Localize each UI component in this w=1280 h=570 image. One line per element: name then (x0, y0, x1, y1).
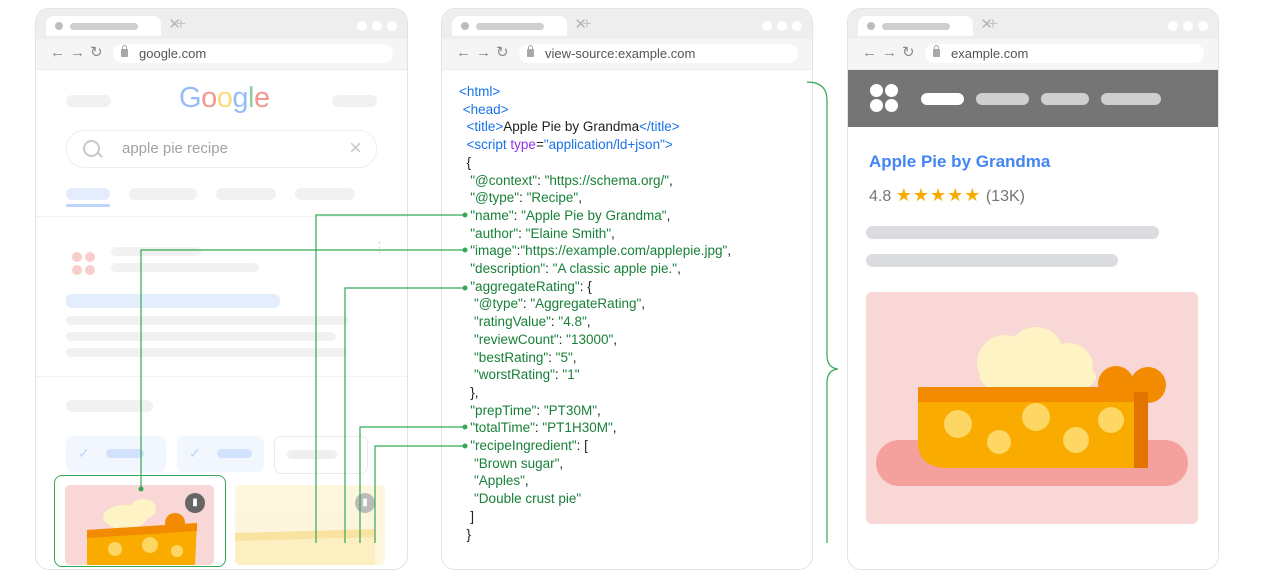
address-bar[interactable]: google.com (113, 44, 393, 63)
tab-bar: ✕ + (36, 9, 407, 39)
back-arrow-icon[interactable]: ← (50, 44, 65, 61)
section-title-placeholder (66, 400, 153, 412)
logo-letter: o (216, 82, 233, 114)
site-name-placeholder (111, 247, 201, 256)
filter-chip[interactable]: ✓ (66, 436, 166, 472)
rating-value: 4.8 (869, 188, 892, 205)
search-icon (83, 140, 100, 157)
bookmark-icon[interactable]: ▮ (185, 493, 205, 513)
lock-icon (933, 45, 940, 57)
tab-title-placeholder (70, 23, 138, 30)
divider (36, 376, 407, 377)
reload-icon[interactable]: ↻ (90, 44, 103, 61)
favicon-icon (55, 22, 63, 30)
source-code: <html> <head> <title>Apple Pie by Grandm… (459, 84, 732, 542)
url-text: example.com (951, 46, 1029, 61)
reload-icon[interactable]: ↻ (902, 44, 915, 61)
clear-icon[interactable]: × (349, 135, 362, 160)
logo-letter: l (247, 82, 254, 114)
result-snippet-placeholder (66, 348, 347, 357)
apple-pie-illustration (876, 327, 1188, 486)
window-controls[interactable] (1163, 18, 1208, 36)
search-query: apple pie recipe (122, 140, 228, 157)
text-placeholder (866, 254, 1118, 267)
google-logo: Google (179, 82, 270, 115)
tab-title-placeholder (476, 23, 544, 30)
browser-tab[interactable]: ✕ (858, 16, 993, 36)
nav-bar: ← → ↻ view-source:example.com (442, 39, 812, 70)
close-tab-icon[interactable]: ✕ (574, 16, 587, 33)
recipe-title[interactable]: Apple Pie by Grandma (869, 152, 1051, 171)
nav-bar: ← → ↻ google.com (36, 39, 407, 70)
browser-tab[interactable]: ✕ (452, 16, 587, 36)
tab-bar: ✕ + (442, 9, 812, 39)
close-tab-icon[interactable]: ✕ (980, 16, 993, 33)
result-snippet-placeholder (66, 316, 349, 325)
browser-tab[interactable]: ✕ (46, 16, 181, 36)
forward-arrow-icon[interactable]: → (882, 44, 897, 61)
filter-chip[interactable]: ✓ (177, 436, 264, 472)
back-arrow-icon[interactable]: ← (862, 44, 877, 61)
tab-title-placeholder (882, 23, 950, 30)
logo-letter: e (253, 82, 270, 114)
source-browser-window: ✕ + ← → ↻ view-source:example.com <html>… (441, 8, 813, 570)
divider (36, 216, 407, 217)
nav-item[interactable] (976, 93, 1029, 105)
connector-lines (138, 81, 839, 543)
address-bar[interactable]: example.com (925, 44, 1204, 63)
window-controls[interactable] (757, 18, 802, 36)
tab-bar: ✕ + (848, 9, 1218, 39)
close-tab-icon[interactable]: ✕ (168, 16, 181, 33)
nav-item[interactable] (921, 93, 964, 105)
lock-icon (527, 45, 534, 57)
reload-icon[interactable]: ↻ (496, 44, 509, 61)
lock-icon (121, 45, 128, 57)
url-text: view-source:example.com (545, 46, 696, 61)
filter-chip[interactable] (274, 436, 368, 474)
review-count: (13K) (985, 188, 1025, 205)
nav-item[interactable] (1101, 93, 1161, 105)
new-tab-icon[interactable]: + (176, 14, 186, 33)
forward-arrow-icon[interactable]: → (70, 44, 85, 61)
tab-placeholder[interactable] (295, 188, 355, 200)
url-text: google.com (139, 46, 207, 61)
active-tab-indicator (66, 204, 110, 207)
tab-placeholder[interactable] (216, 188, 276, 200)
window-controls[interactable] (352, 18, 397, 36)
forward-arrow-icon[interactable]: → (476, 44, 491, 61)
search-input[interactable]: apple pie recipe × (66, 130, 377, 168)
logo-letter: o (201, 82, 217, 114)
logo-letter: g (232, 82, 248, 114)
address-bar[interactable]: view-source:example.com (519, 44, 798, 63)
site-url-placeholder (111, 263, 259, 272)
search-results-page: Google apple pie recipe × ⋮ ✓ ✓ (36, 70, 407, 569)
favicon-icon (461, 22, 469, 30)
recipe-image (866, 292, 1198, 524)
rendered-browser-window: ✕ + ← → ↻ example.com Apple Pie by Grand… (847, 8, 1219, 570)
result-snippet-placeholder (66, 332, 336, 341)
tab-placeholder[interactable] (129, 188, 197, 200)
site-header (848, 70, 1218, 127)
logo-letter: G (179, 82, 202, 114)
nav-item[interactable] (1041, 93, 1089, 105)
tab-all[interactable] (66, 188, 110, 200)
nav-bar: ← → ↻ example.com (848, 39, 1218, 70)
google-browser-window: ✕ + ← → ↻ google.com Google apple pie re… (35, 8, 408, 570)
result-title-placeholder[interactable] (66, 294, 280, 308)
placeholder-bar (332, 95, 377, 107)
more-options-icon[interactable]: ⋮ (372, 239, 387, 256)
new-tab-icon[interactable]: + (582, 14, 592, 33)
back-arrow-icon[interactable]: ← (456, 44, 471, 61)
favicon-icon (867, 22, 875, 30)
star-rating-icon: ★★★★★ (895, 185, 982, 205)
placeholder-bar (66, 95, 111, 107)
text-placeholder (866, 226, 1159, 239)
rating-row: 4.8 ★★★★★ (13K) (869, 185, 1025, 206)
new-tab-icon[interactable]: + (988, 14, 998, 33)
